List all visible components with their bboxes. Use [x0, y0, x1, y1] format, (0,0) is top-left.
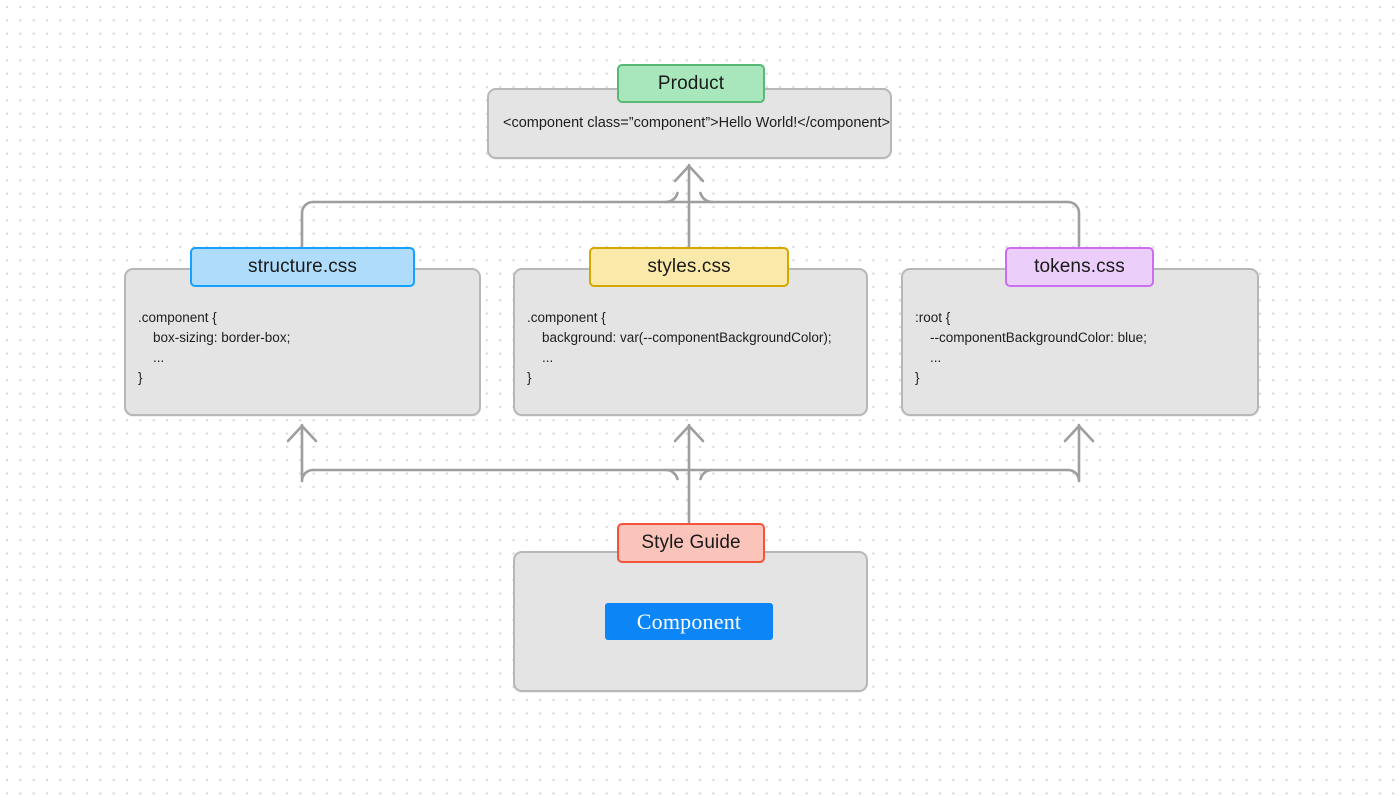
- group-tokens-css[interactable]: [901, 268, 1259, 416]
- connector-bus-fillet-right: [699, 191, 714, 204]
- group-styles-css-body: [513, 268, 868, 416]
- group-tab-styles-css[interactable]: styles.css: [589, 247, 789, 287]
- group-structure-css[interactable]: [124, 268, 481, 416]
- group-tab-tokens-css[interactable]: tokens.css: [1005, 247, 1154, 287]
- group-structure-css-body: [124, 268, 481, 416]
- arrowhead-into-styles: [673, 424, 705, 443]
- arrowhead-into-tokens: [1063, 424, 1095, 443]
- group-styles-css[interactable]: [513, 268, 868, 416]
- connector-bus-fillet-left: [664, 191, 679, 204]
- connector-bus-to-tokens: [1066, 423, 1081, 483]
- tokens-css-code: :root { --componentBackgroundColor: blue…: [915, 310, 1147, 385]
- connector-bus-to-structure: [300, 423, 315, 483]
- connector-lower-bus-fillet-right: [699, 468, 714, 481]
- connector-lower-bus-fillet-left: [664, 468, 679, 481]
- structure-css-code: .component { box-sizing: border-box; ...…: [138, 310, 291, 385]
- group-tokens-css-body: [901, 268, 1259, 416]
- connector-tokens-to-bus: [1066, 200, 1081, 248]
- arrowhead-into-product: [673, 164, 705, 183]
- styles-css-code: .component { background: var(--component…: [527, 310, 832, 385]
- group-tab-style-guide[interactable]: Style Guide: [617, 523, 765, 563]
- arrowhead-into-structure: [286, 424, 318, 443]
- component-preview-button[interactable]: Component: [605, 603, 773, 640]
- group-tab-structure-css[interactable]: structure.css: [190, 247, 415, 287]
- group-tab-product[interactable]: Product: [617, 64, 765, 103]
- product-markup-text: <component class=”component”>Hello World…: [503, 115, 891, 131]
- connector-structure-to-bus: [300, 200, 315, 248]
